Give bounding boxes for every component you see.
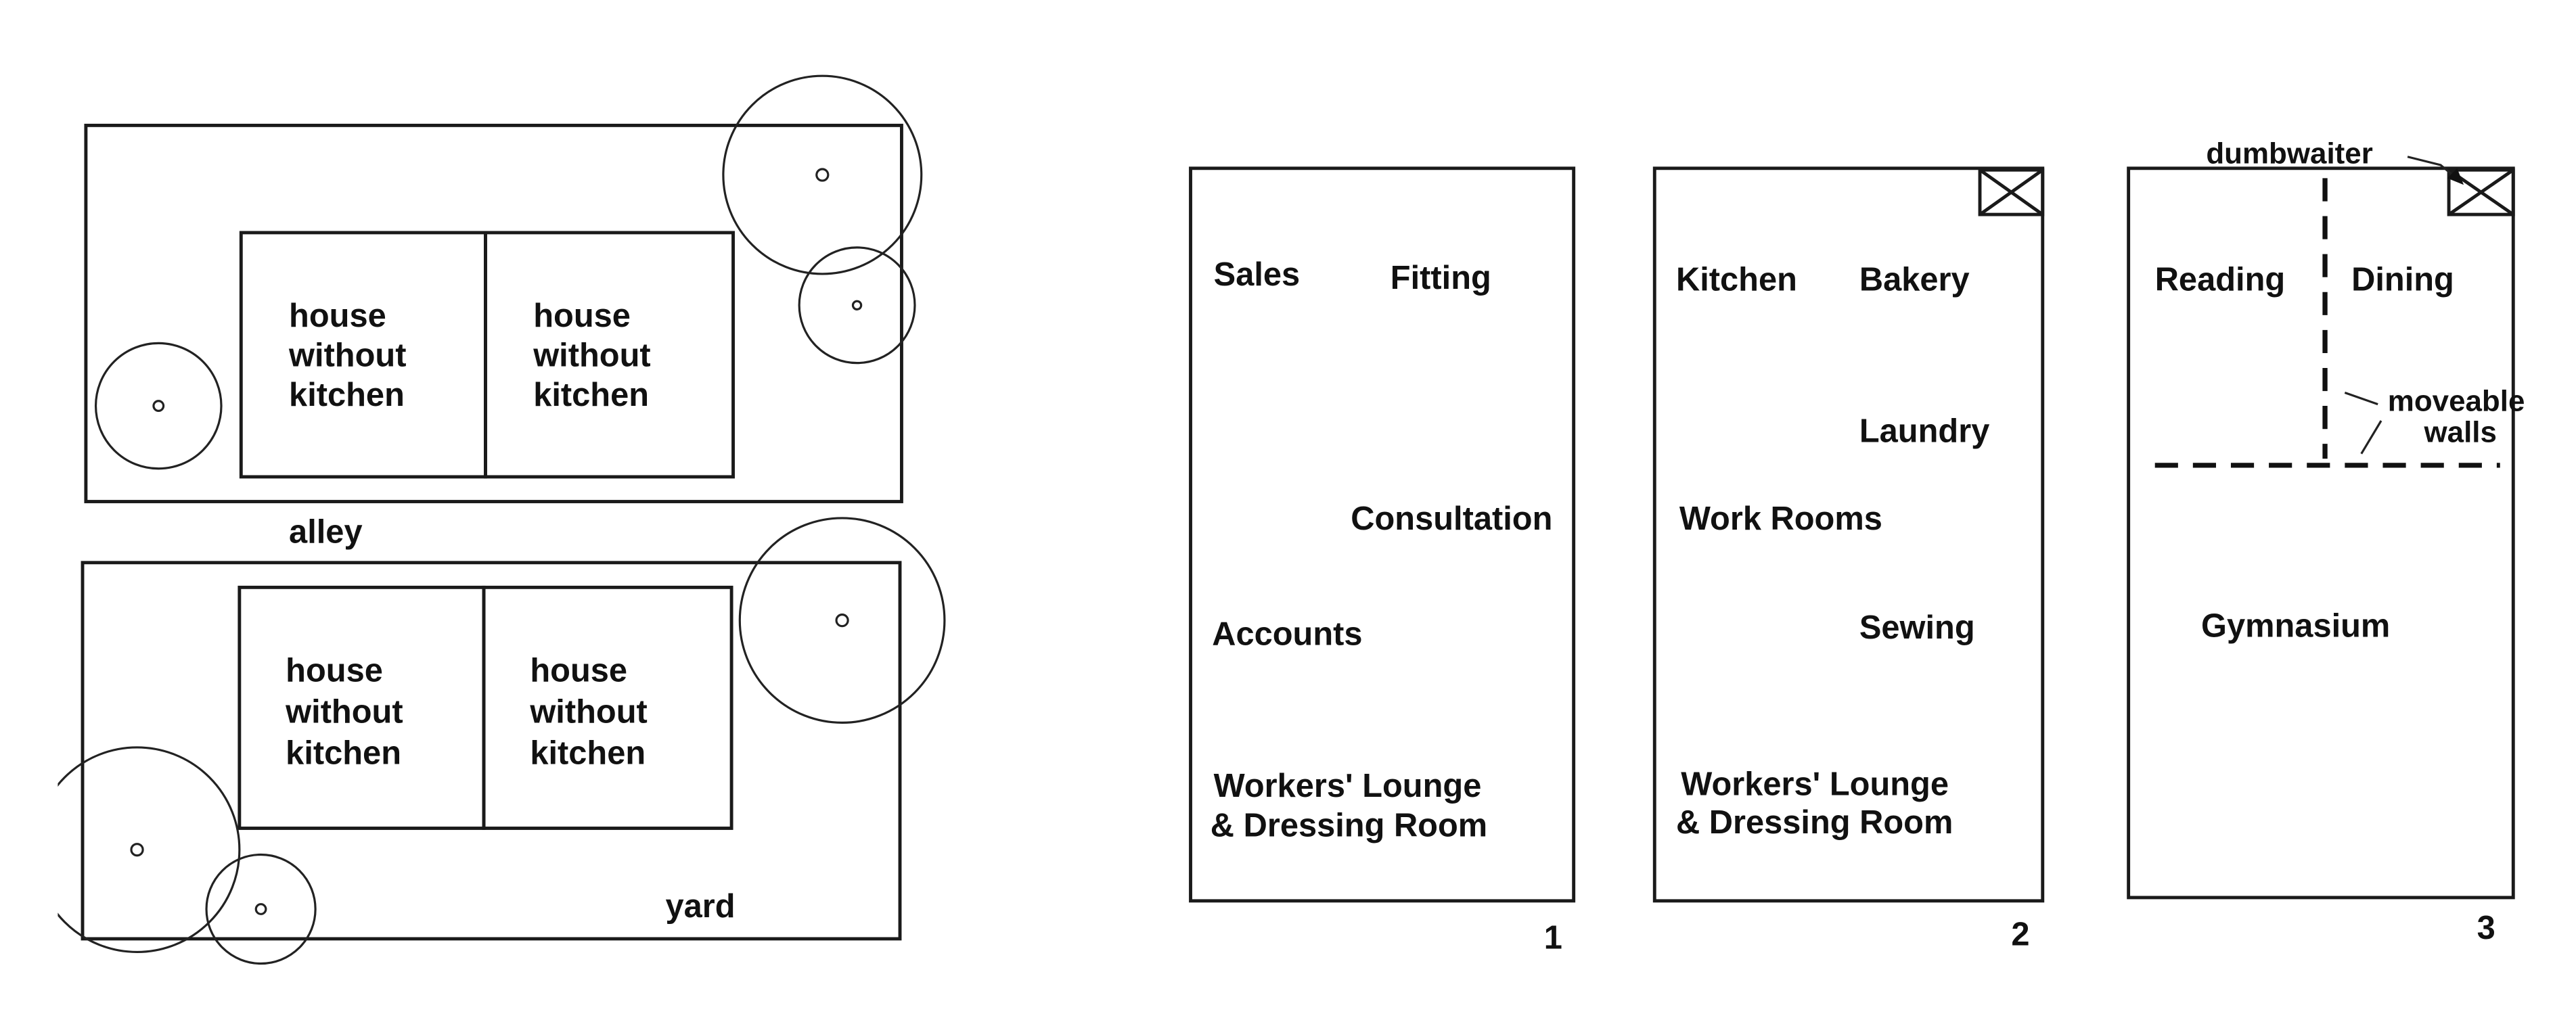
moveable-walls-label: moveable <box>2388 384 2525 417</box>
house-label: house <box>533 298 631 334</box>
tree-trunk-icon <box>130 843 144 857</box>
plan-number: 2 <box>2011 917 2029 953</box>
room-label: Gymnasium <box>2201 608 2390 645</box>
room-label: Accounts <box>1212 616 1362 653</box>
house-label: house <box>286 652 383 689</box>
alley-label: alley <box>289 514 363 551</box>
dumbwaiter-label: dumbwaiter <box>2206 137 2372 170</box>
room-label: Bakery <box>1859 261 1970 298</box>
house-label: kitchen <box>533 377 649 413</box>
tree-icon <box>94 342 223 470</box>
room-label: Workers' Lounge <box>1214 768 1482 804</box>
site-plan: house without kitchen house without kitc… <box>58 74 946 965</box>
tree-trunk-icon <box>815 168 830 182</box>
bottom-house-right <box>482 585 733 830</box>
plan-number: 3 <box>2477 910 2495 946</box>
room-label: Laundry <box>1859 413 1989 450</box>
room-label: & Dressing Room <box>1676 804 1953 841</box>
tree-icon <box>798 246 916 365</box>
arrow-icon <box>2360 420 2382 455</box>
floor-plan-3: dumbwaiter Reading Dining moveable walls… <box>2127 137 2525 946</box>
house-label: kitchen <box>289 377 405 413</box>
tree-icon <box>58 746 241 953</box>
bottom-lot <box>81 561 902 941</box>
house-label: house <box>530 652 627 689</box>
house-label: without <box>285 693 403 730</box>
floor-plan-1: Sales Fitting Consultation Accounts Work… <box>1189 166 1576 956</box>
room-label: & Dressing Room <box>1211 808 1487 844</box>
top-house-right <box>484 231 735 479</box>
plan-1-outline <box>1189 166 1576 903</box>
house-label: kitchen <box>530 735 646 771</box>
tree-icon <box>722 74 923 275</box>
room-label: Reading <box>2155 261 2285 298</box>
room-label: Fitting <box>1391 260 1491 296</box>
plan-3-outline <box>2127 166 2515 900</box>
top-lot <box>84 123 903 503</box>
room-label: Consultation <box>1351 501 1552 537</box>
plan-2-outline <box>1652 166 2045 903</box>
room-label: Sales <box>1214 256 1301 293</box>
house-label: without <box>533 338 650 374</box>
house-label: kitchen <box>286 735 401 771</box>
tree-trunk-icon <box>851 300 863 310</box>
arrow-head-icon <box>2447 168 2464 185</box>
room-label: Sewing <box>1859 609 1975 646</box>
room-label: Work Rooms <box>1679 501 1882 537</box>
room-label: Kitchen <box>1676 261 1797 298</box>
arrow-icon <box>2344 392 2378 406</box>
room-label: Workers' Lounge <box>1681 766 1949 803</box>
house-label: house <box>289 298 386 334</box>
moveable-walls-label: walls <box>2423 416 2496 449</box>
room-label: Dining <box>2351 261 2454 298</box>
tree-trunk-icon <box>835 614 849 628</box>
tree-icon <box>205 853 317 965</box>
tree-trunk-icon <box>152 400 165 412</box>
house-label: without <box>529 693 647 730</box>
dumbwaiter-icon <box>1978 168 2045 216</box>
yard-label: yard <box>665 888 735 925</box>
tree-icon <box>738 517 946 724</box>
tree-trunk-icon <box>254 903 267 915</box>
house-label: without <box>288 338 406 374</box>
floor-plan-2: Kitchen Bakery Laundry Work Rooms Sewing… <box>1652 166 2045 953</box>
plan-number: 1 <box>1544 920 1562 956</box>
